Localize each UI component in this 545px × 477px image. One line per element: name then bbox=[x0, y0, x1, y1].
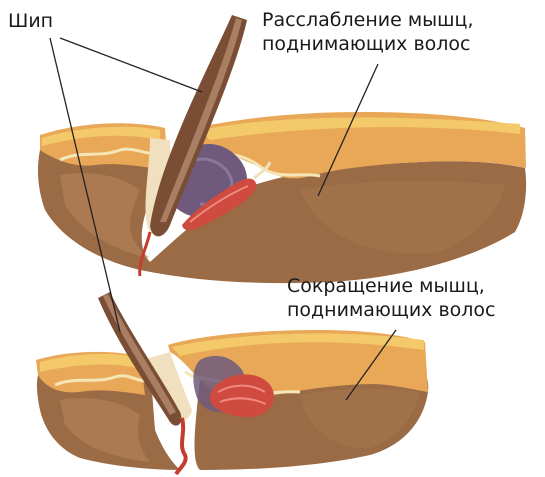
label-relaxation-line1: Расслабление мышц, bbox=[262, 8, 474, 32]
contracted-vessel bbox=[176, 418, 186, 474]
label-relaxation-line2: поднимающих волос bbox=[262, 32, 474, 56]
label-spike: Шип bbox=[8, 9, 53, 33]
label-contraction-line2: поднимающих волос bbox=[287, 298, 496, 322]
label-contraction: Сокращение мышц, поднимающих волос bbox=[287, 274, 496, 322]
label-relaxation: Расслабление мышц, поднимающих волос bbox=[262, 8, 474, 56]
label-contraction-line1: Сокращение мышц, bbox=[287, 274, 496, 298]
leader-spike-top bbox=[60, 38, 202, 92]
label-spike-text: Шип bbox=[8, 9, 53, 33]
